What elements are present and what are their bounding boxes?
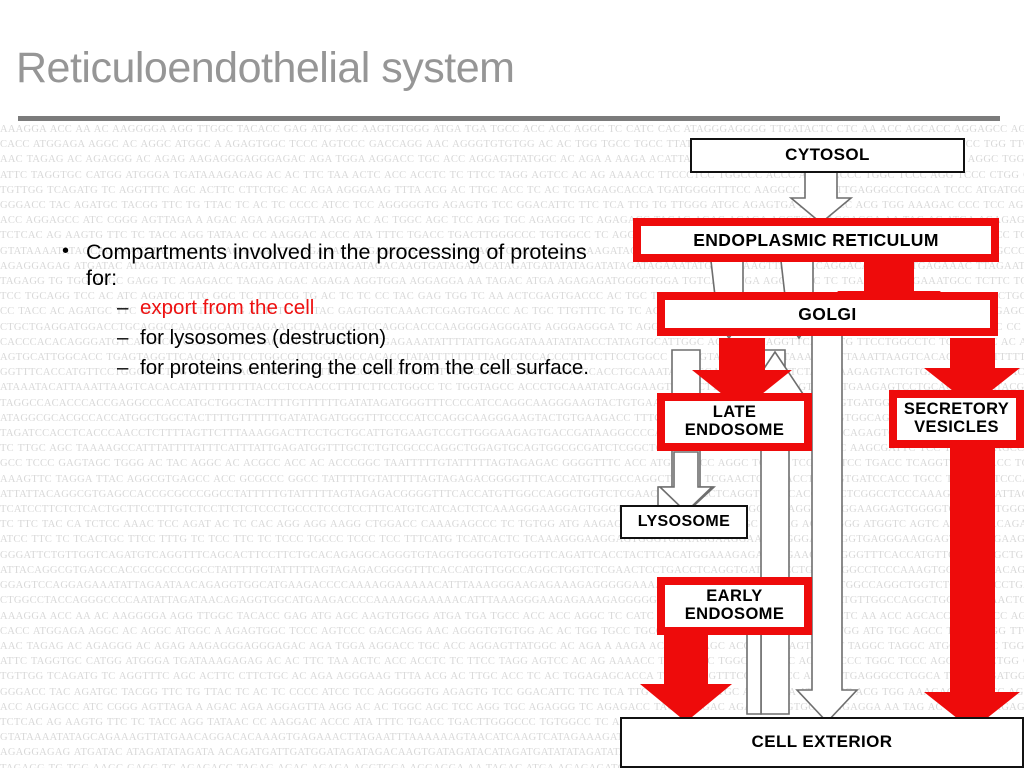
node-label: LYSOSOME xyxy=(637,513,731,531)
list-item: • Compartments involved in the processin… xyxy=(0,240,620,291)
node-label: CELL EXTERIOR xyxy=(751,732,893,752)
list-item: – for lysosomes (destruction) xyxy=(0,323,620,353)
list-item-label: Compartments involved in the processing … xyxy=(86,240,587,290)
node-label: CYTOSOL xyxy=(785,145,870,165)
arrow-secretory-vesicles-to-cell-exterior xyxy=(924,398,1020,730)
arrow-golgi-to-late-endosome xyxy=(692,338,792,410)
dash-marker-icon: – xyxy=(117,356,129,379)
arrow-early-endosome-to-cell-exterior xyxy=(640,610,732,722)
arrow-cytosol-to-er xyxy=(788,171,854,225)
arrow-le-to-lysosome-shape xyxy=(658,451,714,514)
arrow-golgi-to-secretory-vesicles xyxy=(924,338,1020,406)
arrow-golgi-to-cell-exterior xyxy=(795,334,859,724)
node-golgi[interactable]: GOLGI xyxy=(657,292,998,336)
list-item-label: for proteins entering the cell from the … xyxy=(140,356,589,379)
dash-marker-icon: – xyxy=(117,296,129,319)
node-label: GOLGI xyxy=(798,303,857,324)
node-cell-exterior[interactable]: CELL EXTERIOR xyxy=(620,717,1024,768)
node-label: SECRETORY VESICLES xyxy=(903,400,1010,436)
node-cytosol[interactable]: CYTOSOL xyxy=(690,138,965,173)
dash-marker-icon: – xyxy=(117,326,129,349)
title-divider xyxy=(18,116,1000,121)
node-late-endosome[interactable]: LATE ENDOSOME xyxy=(657,393,812,451)
node-early-endosome[interactable]: EARLY ENDOSOME xyxy=(657,577,812,635)
node-label: ENDOPLASMIC RETICULUM xyxy=(693,229,939,250)
node-label: LATE ENDOSOME xyxy=(684,403,785,439)
node-secretory-vesicles[interactable]: SECRETORY VESICLES xyxy=(889,390,1024,448)
node-endoplasmic-reticulum[interactable]: ENDOPLASMIC RETICULUM xyxy=(633,218,999,262)
bullet-marker-icon: • xyxy=(62,240,70,262)
list-item-label: for lysosomes (destruction) xyxy=(140,326,387,349)
node-label: EARLY ENDOSOME xyxy=(684,587,785,623)
list-item: – for proteins entering the cell from th… xyxy=(0,353,620,383)
node-lysosome[interactable]: LYSOSOME xyxy=(620,505,748,539)
page-title: Reticuloendothelial system xyxy=(16,44,515,92)
list-item-label: export from the cell xyxy=(140,296,315,319)
bullet-list: • Compartments involved in the processin… xyxy=(0,240,620,383)
list-item: – export from the cell xyxy=(0,293,620,323)
